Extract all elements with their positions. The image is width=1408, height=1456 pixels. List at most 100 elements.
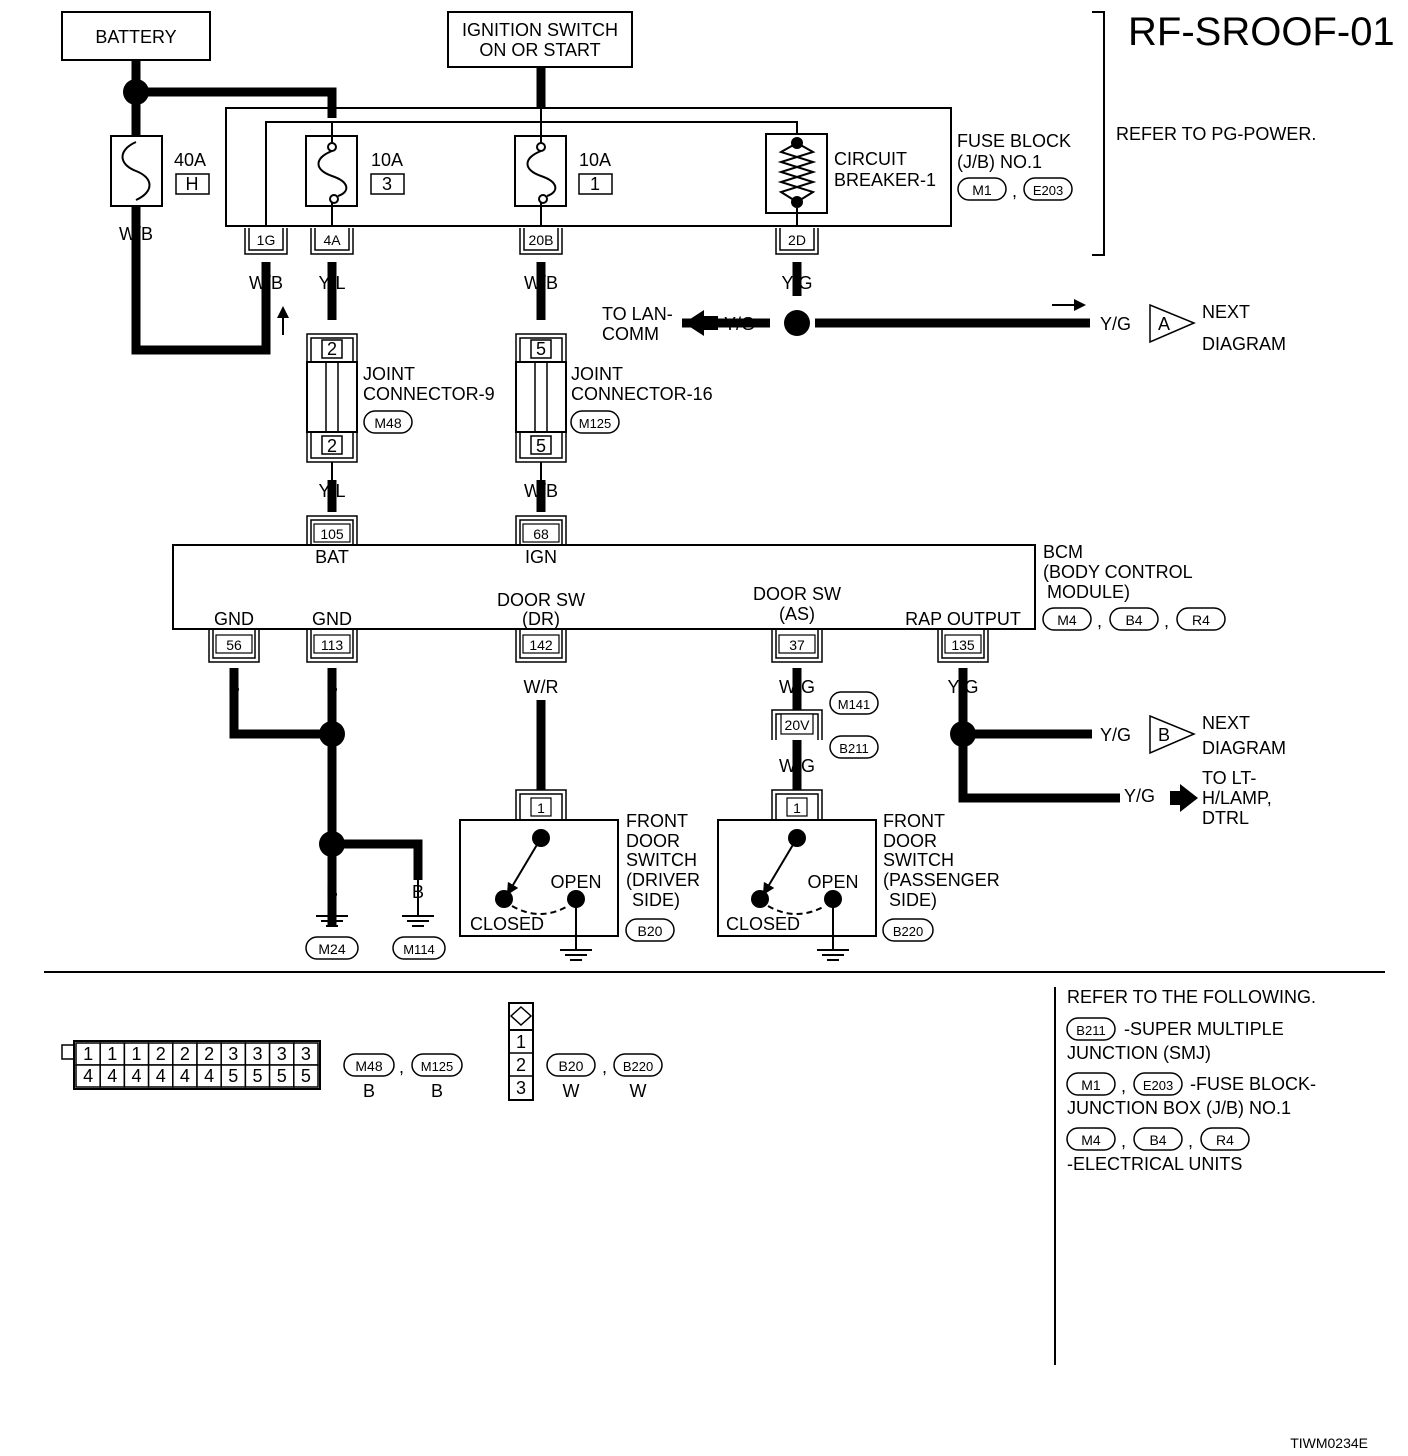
ground-conn-m114 <box>392 936 446 960</box>
bcm-pin-142: DOOR SW (DR) 142 W/R <box>497 590 585 697</box>
legend-conn-m48 <box>343 1053 395 1077</box>
bcm-conn-m4 <box>1042 607 1092 631</box>
refer-eu: -ELECTRICAL UNITS <box>1067 1154 1242 1174</box>
svg-text:2: 2 <box>516 1055 526 1075</box>
switch-as-line4: (PASSENGER <box>883 870 1000 890</box>
front-door-switch-driver: 1 OPEN CLOSED <box>459 789 619 961</box>
battery-box <box>61 11 211 61</box>
switch-dr-line2: DOOR <box>626 831 680 851</box>
connector-pin-number: 3 <box>228 1044 238 1064</box>
ground-m24-icon <box>316 905 348 927</box>
connector-pin-number: 3 <box>277 1044 287 1064</box>
fuse-40a-id: H <box>186 174 199 194</box>
joint9-label-2: CONNECTOR-9 <box>363 384 495 404</box>
smj-connector-20v: 20V <box>771 709 823 740</box>
to-lt-line2: H/LAMP, <box>1202 788 1272 808</box>
switch-dr-line5: SIDE) <box>632 890 680 910</box>
fuse-block-conn-e203-text: E203 <box>1033 183 1063 198</box>
connector-pin-number: 1 <box>131 1044 141 1064</box>
bcm-pin-37: DOOR SW (AS) 37 W/G <box>753 584 841 697</box>
refer-conn-m1 <box>1066 1072 1116 1096</box>
switch-as-line1: FRONT <box>883 811 945 831</box>
svg-text:20V: 20V <box>785 717 811 733</box>
wire-color-label: Y/G <box>781 273 812 293</box>
diagram-title: RF-SROOF-01 <box>1128 10 1395 54</box>
switch-as-line3: SWITCH <box>883 850 954 870</box>
legend-conn-b20 <box>546 1053 596 1077</box>
connector-pin-number: 4 <box>107 1066 117 1086</box>
next-a-label: A <box>1158 314 1170 334</box>
fuse-10a-1-amp: 10A <box>579 150 611 170</box>
joint9-wire-out: Y/L <box>318 481 345 501</box>
legend-color-b20: W <box>563 1081 580 1101</box>
refer-conn-r4-text: R4 <box>1216 1132 1234 1148</box>
bcm-conn-b4-text: B4 <box>1125 612 1142 628</box>
wire-color-label: W/B <box>524 273 558 293</box>
to-lan-wire: Y/G <box>724 314 755 334</box>
comma: , <box>1121 1076 1126 1096</box>
connector-pin-number: 5 <box>301 1066 311 1086</box>
joint16-label-2: CONNECTOR-16 <box>571 384 713 404</box>
legend-conn-b220-text: B220 <box>623 1059 653 1074</box>
ground-m24-wire: B <box>326 882 338 902</box>
refer-note: REFER TO PG-POWER. <box>1116 124 1316 144</box>
comma: , <box>1097 611 1102 631</box>
smj-conn-m141 <box>829 691 879 715</box>
to-lan-arrow-icon <box>684 310 704 336</box>
ground-conn-m24-text: M24 <box>318 941 345 957</box>
to-lan-label-1: TO LAN- <box>602 304 673 324</box>
switch-as-conn-b220 <box>882 918 934 942</box>
smj-conn-m141-text: M141 <box>838 697 871 712</box>
image-code: TIWM0234E <box>1290 1435 1368 1451</box>
fuse-block-pin-1g: 1G W/B <box>244 228 288 293</box>
refer-fb-1: -FUSE BLOCK- <box>1190 1074 1316 1094</box>
svg-text:GND: GND <box>312 609 352 629</box>
ground-conn-m24 <box>305 936 359 960</box>
svg-text:RAP OUTPUT: RAP OUTPUT <box>905 609 1021 629</box>
next-a-line1: NEXT <box>1202 302 1250 322</box>
joint9-label-1: JOINT <box>363 364 415 384</box>
next-a-line2: DIAGRAM <box>1202 334 1286 354</box>
bcm-label-2: (BODY CONTROL <box>1043 562 1193 582</box>
svg-text:DOOR SW: DOOR SW <box>753 584 841 604</box>
svg-text:(AS): (AS) <box>779 604 815 624</box>
to-lt-arrow-icon <box>1180 784 1198 812</box>
fuse-block-label-1: FUSE BLOCK <box>957 131 1071 151</box>
fuse-block-pin-2d: 2D Y/G <box>775 228 819 293</box>
switch-as-conn-text: B220 <box>893 924 923 939</box>
refer-smj-2: JUNCTION (SMJ) <box>1067 1043 1211 1063</box>
svg-text:(DR): (DR) <box>522 609 560 629</box>
svg-text:3: 3 <box>516 1078 526 1098</box>
refer-conn-b211 <box>1066 1017 1116 1041</box>
battery-label: BATTERY <box>95 27 176 47</box>
svg-text:135: 135 <box>951 637 975 653</box>
joint16-conn-m125 <box>570 410 620 434</box>
front-door-switch-passenger: 1 OPEN CLOSED <box>717 789 877 961</box>
joint9-conn-text: M48 <box>374 415 401 431</box>
refer-conn-b4-text: B4 <box>1149 1132 1166 1148</box>
ground-conn-m114-text: M114 <box>403 942 435 957</box>
svg-text:56: 56 <box>226 637 242 653</box>
connector-pin-number: 2 <box>180 1044 190 1064</box>
bcm-pin-68: 68 IGN <box>515 515 567 567</box>
switch-dr-line3: SWITCH <box>626 850 697 870</box>
fuse-10a-3-amp: 10A <box>371 150 403 170</box>
to-lt-arrow-shaft <box>1170 791 1182 805</box>
comma: , <box>1012 181 1017 201</box>
refer-conn-m1-text: M1 <box>1081 1077 1101 1093</box>
svg-text:1: 1 <box>537 800 545 816</box>
fuse-block-pin-20b: 20B W/B <box>519 228 563 293</box>
splice-dots <box>123 79 976 857</box>
fuse-40a-id-box <box>175 173 210 195</box>
bcm-conn-m4-text: M4 <box>1057 612 1077 628</box>
fuse-40a-wire: W/B <box>119 224 153 244</box>
switch-as-line2: DOOR <box>883 831 937 851</box>
ignition-box <box>447 11 633 68</box>
connector-pin-number: 5 <box>252 1066 262 1086</box>
connector-pin-number: 4 <box>131 1066 141 1086</box>
thick-wires <box>131 60 1120 925</box>
next-b-triangle-icon <box>1149 714 1196 755</box>
bcm-conn-r4-text: R4 <box>1192 612 1210 628</box>
